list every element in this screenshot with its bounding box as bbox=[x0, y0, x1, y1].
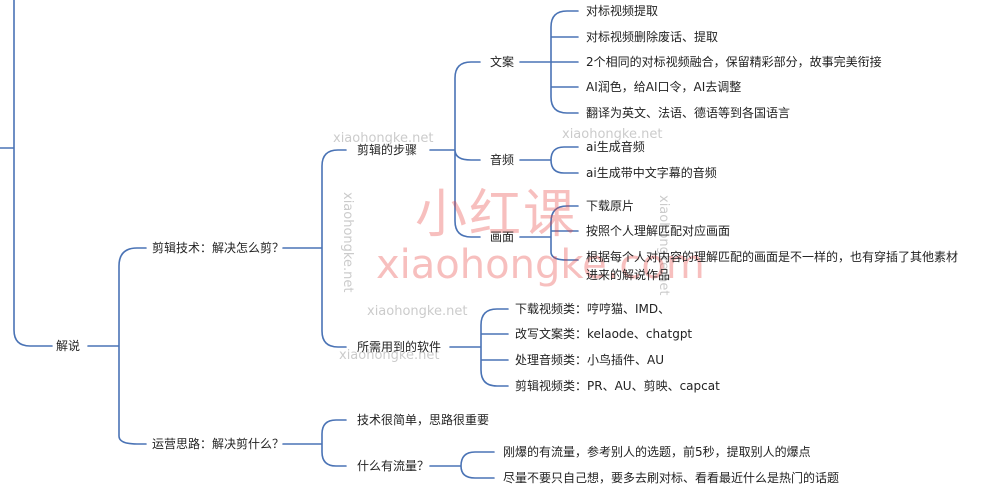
leaf-software-2: 改写文案类：kelaode、chatgpt bbox=[515, 327, 693, 341]
connector-root bbox=[0, 0, 53, 347]
node-steps: 剪辑的步骤 bbox=[357, 143, 418, 157]
leaf-software-1: 下载视频类：哼哼猫、IMD、 bbox=[515, 302, 671, 316]
leaf-liuliang-2: 尽量不要只自己想，要多去刷对标、看看最近什么是热门的话题 bbox=[503, 471, 840, 485]
leaf-wenan-4: AI润色，给AI口令，AI去调整 bbox=[586, 80, 742, 94]
leaf-huamian-3: 根据每个人对内容的理解匹配的画面是不一样的，也有穿插了其他素材 bbox=[586, 250, 959, 264]
leaf-software-3: 处理音频类：小鸟插件、AU bbox=[515, 353, 664, 367]
node-yinpin: 音频 bbox=[490, 153, 515, 167]
connector-jieshuo bbox=[87, 247, 147, 445]
connector-steps bbox=[429, 61, 481, 238]
node-liuliang: 什么有流量？ bbox=[357, 459, 430, 473]
connector-jianji bbox=[282, 149, 347, 348]
connector-yunying bbox=[282, 419, 347, 467]
leaf-huamian-2: 按照个人理解匹配对应画面 bbox=[586, 224, 731, 238]
leaf-yinpin-2: ai生成带中文字幕的音频 bbox=[586, 166, 717, 180]
node-software: 所需用到的软件 bbox=[357, 340, 442, 354]
node-wenan: 文案 bbox=[490, 55, 515, 69]
node-huamian: 画面 bbox=[490, 230, 515, 244]
connector-software bbox=[449, 308, 509, 387]
node-jieshuo: 解说 bbox=[56, 339, 81, 353]
connector-huamian bbox=[519, 205, 579, 261]
node-yunying: 运营思路：解决剪什么？ bbox=[152, 437, 285, 451]
leaf-wenan-5: 翻译为英文、法语、德语等到各国语言 bbox=[586, 106, 791, 120]
node-jishu: 技术很简单，思路很重要 bbox=[357, 413, 490, 427]
connector-yinpin bbox=[519, 146, 579, 174]
leaf-software-4: 剪辑视频类：PR、AU、剪映、capcat bbox=[515, 379, 720, 393]
leaf-yinpin-1: ai生成音频 bbox=[586, 140, 645, 154]
leaf-wenan-3: 2个相同的对标视频融合，保留精彩部分，故事完美衔接 bbox=[586, 55, 882, 69]
connector-wenan bbox=[519, 10, 579, 114]
leaf-liuliang-1: 刚爆的有流量，参考别人的选题，前5秒，提取别人的爆点 bbox=[503, 445, 811, 459]
leaf-huamian-4: 进来的解说作品 bbox=[586, 268, 671, 282]
leaf-huamian-1: 下载原片 bbox=[586, 199, 635, 213]
leaf-wenan-2: 对标视频删除废话、提取 bbox=[586, 30, 719, 44]
node-jianji: 剪辑技术：解决怎么剪？ bbox=[152, 241, 285, 255]
connector-liuliang bbox=[429, 451, 495, 479]
leaf-wenan-1: 对标视频提取 bbox=[586, 4, 659, 18]
